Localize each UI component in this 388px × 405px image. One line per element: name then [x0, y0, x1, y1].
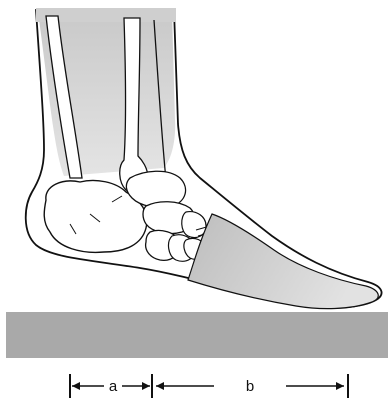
forefoot-lever [188, 214, 378, 309]
arrowhead-a-right [142, 382, 150, 390]
dimension-a-label: a [109, 378, 118, 395]
dimension-b: b [156, 374, 348, 398]
arrowhead-b-left [156, 382, 164, 390]
arrowhead-a-left [72, 382, 80, 390]
ground-bar [6, 312, 388, 358]
dimension-b-label: b [246, 378, 254, 395]
arrowhead-b-right [336, 382, 344, 390]
dimension-a: a [70, 374, 152, 398]
